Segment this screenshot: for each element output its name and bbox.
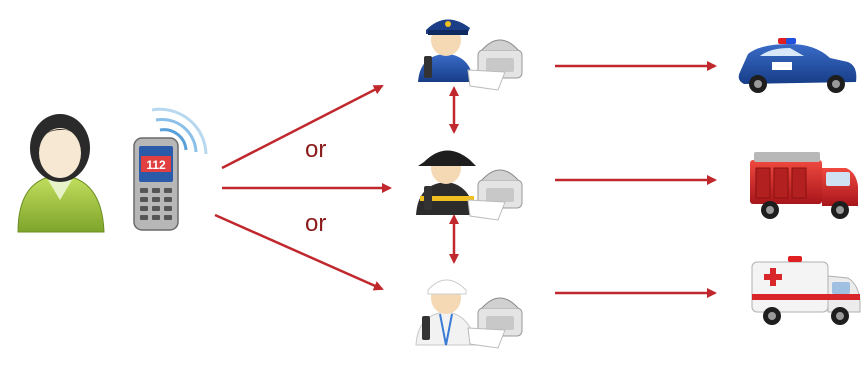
desk-phone-icon: [467, 169, 523, 221]
or-label-upper: or: [305, 136, 327, 163]
arrow-to-police: [221, 84, 384, 170]
desk-phone-icon: [467, 39, 523, 91]
fire-truck-icon: [750, 152, 858, 219]
ambulance-icon: [751, 256, 861, 325]
or-label-lower: or: [305, 210, 327, 237]
caller-person-icon: [17, 114, 105, 233]
desk-phone-icon: [467, 297, 523, 349]
mobile-phone-icon: 112: [133, 107, 208, 231]
firefighter-dispatcher-icon: [416, 150, 476, 215]
arrow-to-medical: [214, 213, 384, 291]
police-dispatcher-icon: [418, 19, 474, 82]
medical-dispatcher-icon: [415, 279, 477, 346]
police-car-icon: [738, 38, 857, 93]
phone-screen-text: 112: [146, 158, 166, 172]
